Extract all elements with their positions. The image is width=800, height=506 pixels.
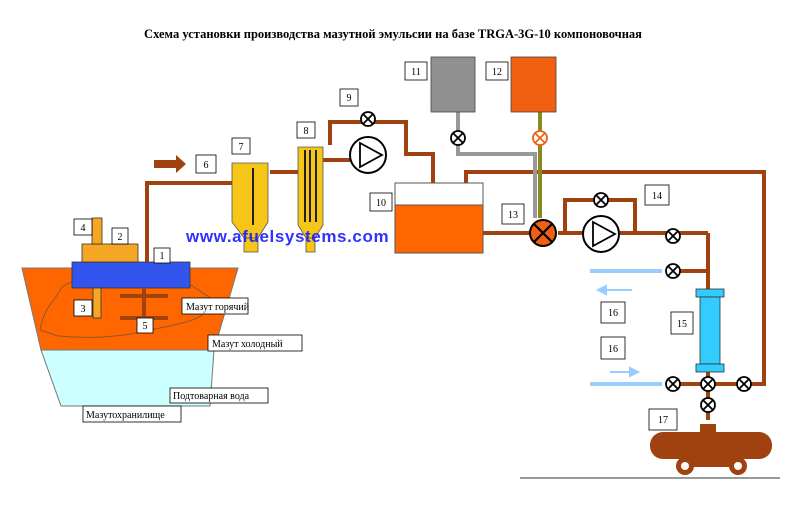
svg-text:17: 17 bbox=[658, 415, 668, 426]
storage-label: Мазутохранилище bbox=[82, 405, 182, 423]
valve-f bbox=[700, 397, 716, 413]
valve-d bbox=[700, 376, 716, 392]
svg-text:16: 16 bbox=[608, 308, 618, 319]
tag-15: 15 bbox=[670, 311, 694, 335]
additive-tank-12 bbox=[510, 56, 557, 113]
pump-9 bbox=[349, 136, 387, 174]
svg-text:6: 6 bbox=[204, 160, 209, 171]
valve-14 bbox=[593, 192, 609, 208]
inlet-arrow bbox=[154, 155, 186, 173]
svg-text:16: 16 bbox=[608, 344, 618, 355]
filter-8 bbox=[297, 146, 324, 253]
valve-e bbox=[736, 376, 752, 392]
svg-text:Подтоварная вода: Подтоварная вода bbox=[173, 391, 250, 402]
tag-14: 14 bbox=[644, 184, 670, 206]
tag-1: 1 bbox=[153, 247, 171, 264]
valve-11 bbox=[450, 130, 466, 146]
additive-tank-11 bbox=[430, 56, 476, 113]
tag-3: 3 bbox=[73, 299, 93, 317]
fuel-storage-tank bbox=[21, 267, 239, 407]
heater-unit bbox=[71, 217, 191, 320]
svg-text:Мазут холодный: Мазут холодный bbox=[212, 339, 283, 350]
filter-7 bbox=[231, 162, 269, 253]
tag-11: 11 bbox=[404, 61, 428, 81]
svg-text:9: 9 bbox=[347, 93, 352, 104]
svg-text:2: 2 bbox=[118, 232, 123, 243]
tag-17: 17 bbox=[648, 408, 678, 431]
tag-7: 7 bbox=[231, 137, 251, 155]
svg-text:1: 1 bbox=[160, 251, 165, 262]
svg-text:3: 3 bbox=[81, 304, 86, 315]
svg-text:8: 8 bbox=[304, 126, 309, 137]
svg-text:11: 11 bbox=[411, 67, 421, 78]
valve-b bbox=[665, 263, 681, 279]
svg-text:15: 15 bbox=[677, 319, 687, 330]
svg-text:14: 14 bbox=[652, 191, 662, 202]
svg-text:5: 5 bbox=[143, 321, 148, 332]
hot-fuel-label: Мазут горячий bbox=[181, 297, 250, 315]
svg-text:Мазут горячий: Мазут горячий bbox=[186, 302, 250, 313]
heat-exchanger-15 bbox=[695, 288, 725, 373]
tag-13: 13 bbox=[501, 203, 525, 225]
tank-10 bbox=[394, 182, 484, 254]
svg-text:Мазутохранилище: Мазутохранилище bbox=[86, 410, 165, 421]
svg-text:7: 7 bbox=[239, 142, 244, 153]
tag-16-lower: 16 bbox=[600, 336, 626, 360]
tag-6: 6 bbox=[195, 154, 217, 174]
mixer-13 bbox=[529, 219, 557, 247]
svg-text:10: 10 bbox=[376, 198, 386, 209]
tag-9: 9 bbox=[339, 88, 359, 107]
tag-4: 4 bbox=[73, 218, 93, 236]
pump-14 bbox=[582, 215, 620, 253]
water-flow-arrows bbox=[595, 284, 641, 378]
valve-9 bbox=[360, 111, 376, 127]
svg-text:12: 12 bbox=[492, 67, 502, 78]
watermark-text: www.afuelsystems.com bbox=[185, 227, 389, 246]
valves bbox=[360, 111, 752, 413]
valve-12 bbox=[532, 130, 548, 146]
tag-12: 12 bbox=[485, 61, 509, 81]
valve-c bbox=[665, 376, 681, 392]
water-label: Подтоварная вода bbox=[169, 387, 269, 404]
number-tags: 1 2 3 4 5 6 7 8 9 10 11 12 13 14 15 16 1… bbox=[73, 61, 694, 431]
svg-text:13: 13 bbox=[508, 210, 518, 221]
tag-2: 2 bbox=[111, 227, 129, 245]
diagram-title: Схема установки производства мазутной эм… bbox=[144, 27, 642, 41]
valve-a bbox=[665, 228, 681, 244]
tag-10: 10 bbox=[369, 192, 393, 212]
tank-car-17 bbox=[520, 424, 780, 479]
tag-16-upper: 16 bbox=[600, 301, 626, 324]
water-lines bbox=[590, 269, 662, 386]
tag-8: 8 bbox=[296, 121, 316, 139]
cold-fuel-label: Мазут холодный bbox=[207, 334, 303, 352]
tag-5: 5 bbox=[136, 317, 154, 334]
svg-text:4: 4 bbox=[81, 223, 86, 234]
